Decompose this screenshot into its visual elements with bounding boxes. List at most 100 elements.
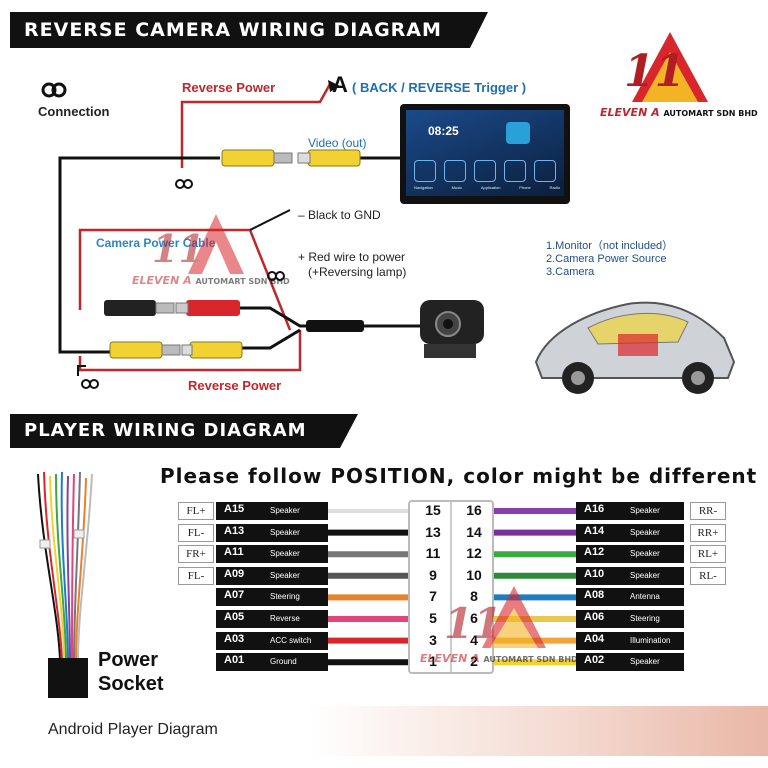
pin-number: 1 (429, 653, 437, 670)
pin-number: 12 (466, 545, 482, 562)
top-title-banner: REVERSE CAMERA WIRING DIAGRAM (10, 12, 488, 48)
pin-label-bar: A10 Speaker (576, 566, 684, 585)
power-socket-line: Power (98, 649, 159, 671)
pin-code: A10 (584, 567, 605, 580)
screen-apps-icon (474, 160, 496, 182)
speaker-channel-label: RR+ (690, 523, 726, 542)
top-title: REVERSE CAMERA WIRING DIAGRAM (24, 19, 442, 41)
connection-label: Connection (38, 104, 110, 119)
svg-text:11: 11 (152, 226, 205, 271)
pin-description: Illumination (630, 635, 671, 645)
pin-label-bar: A06 Steering (576, 610, 684, 628)
pin-code: A03 (224, 632, 245, 645)
pin-label-bar: A09 Speaker (216, 566, 328, 585)
component-legend: 1.Monitor（not included） 2.Camera Power S… (546, 240, 673, 279)
pin-number: 7 (429, 588, 437, 605)
pin-label-bar: A16 Speaker (576, 502, 684, 520)
pin-number: 13 (425, 523, 441, 540)
pin-code: A11 (224, 546, 244, 559)
pin-code: A06 (584, 611, 605, 623)
pin-number: 5 (429, 610, 437, 626)
pin-description: Steering (630, 614, 660, 623)
video-out-label: Video (out) (308, 136, 367, 150)
screen-app-label: Phone (519, 185, 531, 190)
logo-name: ELEVEN A (600, 106, 660, 119)
pin-number: 4 (470, 631, 478, 648)
pin-number: 15 (425, 502, 441, 518)
watermark-bottom-company: AUTOMART SDN BHD (483, 655, 578, 664)
pin-label-bar: A12 Speaker (576, 545, 684, 564)
red-wire-label-1: + Red wire to power (298, 250, 406, 264)
pin-number: 3 (429, 631, 437, 648)
pin-number: 10 (466, 566, 482, 583)
head-unit-screen: 08:25 Navigation Music Application Phone… (400, 104, 570, 204)
pin-code: A16 (584, 503, 605, 515)
pin-description: Ground (270, 657, 297, 667)
pin-description: Speaker (630, 570, 660, 580)
pin-number: 14 (466, 523, 482, 540)
pin-label-bar: A04 Illumination (576, 631, 684, 650)
power-socket-label: Power Socket (98, 648, 164, 696)
pin-number: 2 (470, 653, 478, 670)
pin-number: 6 (470, 610, 478, 626)
speaker-channel-label: FL- (178, 523, 214, 542)
camera-power-cable-label: Camera Power Cable (96, 236, 216, 250)
pin-description: Steering (270, 592, 300, 602)
pin-description: Speaker (630, 549, 660, 559)
screen-radio-icon (534, 160, 556, 182)
pin-description: Speaker (270, 506, 300, 515)
pin-code: A13 (224, 524, 245, 537)
position-instruction: Please follow POSITION, color might be d… (160, 464, 758, 488)
legend-item: 2.Camera Power Source (546, 253, 667, 265)
pin-code: A02 (584, 654, 605, 667)
speaker-channel-label: RL- (690, 566, 726, 585)
wire-harness-image (30, 470, 100, 706)
speaker-channel-label: FL- (178, 566, 214, 585)
reverse-camera (414, 292, 494, 366)
screen-app-label: Application (480, 185, 501, 190)
speaker-channel-label: RL+ (690, 545, 726, 564)
pin-description: Reverse (270, 614, 300, 623)
screen-app-label: Navigation (414, 185, 433, 190)
screen-app-label: Radio (549, 185, 560, 190)
pin-code: A15 (224, 503, 245, 515)
pin-description: Speaker (630, 506, 660, 515)
brand-logo: 11 ELEVEN A AUTOMART SDN BHD (600, 30, 758, 119)
camera-wiring-lines (58, 80, 420, 389)
trigger-label: ( BACK / REVERSE Trigger ) (352, 80, 527, 95)
screen-music-icon (444, 160, 466, 182)
speaker-channel-label: RR- (690, 502, 726, 520)
screen-nav-icon (414, 160, 436, 182)
pin-label-bar: A11 Speaker (216, 545, 328, 564)
screen-time: 08:25 (428, 124, 459, 138)
iso-connector (408, 500, 494, 674)
footer-label: Android Player Diagram (48, 721, 218, 738)
pin-code: A08 (584, 589, 605, 602)
red-wire-label-2: (+Reversing lamp) (308, 265, 407, 279)
watermark-bottom-name: ELEVEN A (420, 652, 480, 665)
pin-code: A04 (584, 632, 605, 645)
screen-app-label: Music (451, 185, 463, 190)
trigger-letter: A (332, 72, 348, 97)
pin-number: 8 (470, 588, 478, 605)
watermark-company: AUTOMART SDN BHD (195, 277, 290, 286)
speaker-channel-label: FL+ (178, 502, 214, 520)
reverse-power-bottom-label: Reverse Power (188, 378, 282, 393)
pin-label-bar: A07 Steering (216, 588, 328, 607)
pin-code: A09 (224, 567, 245, 580)
logo-mark-icon: 11 (624, 32, 708, 102)
pin-code: A07 (224, 589, 245, 602)
pin-description: Speaker (270, 570, 300, 580)
reverse-power-label: Reverse Power (182, 80, 276, 95)
pin-description: Speaker (270, 549, 300, 559)
pin-code: A14 (584, 524, 605, 537)
power-socket-line: Socket (98, 673, 164, 695)
footer-band: Android Player Diagram (0, 706, 768, 756)
svg-text:11: 11 (444, 599, 502, 648)
screen-phone-icon (504, 160, 526, 182)
pin-code: A12 (584, 546, 605, 559)
pin-number: 11 (425, 545, 441, 562)
svg-text:11: 11 (624, 46, 685, 97)
